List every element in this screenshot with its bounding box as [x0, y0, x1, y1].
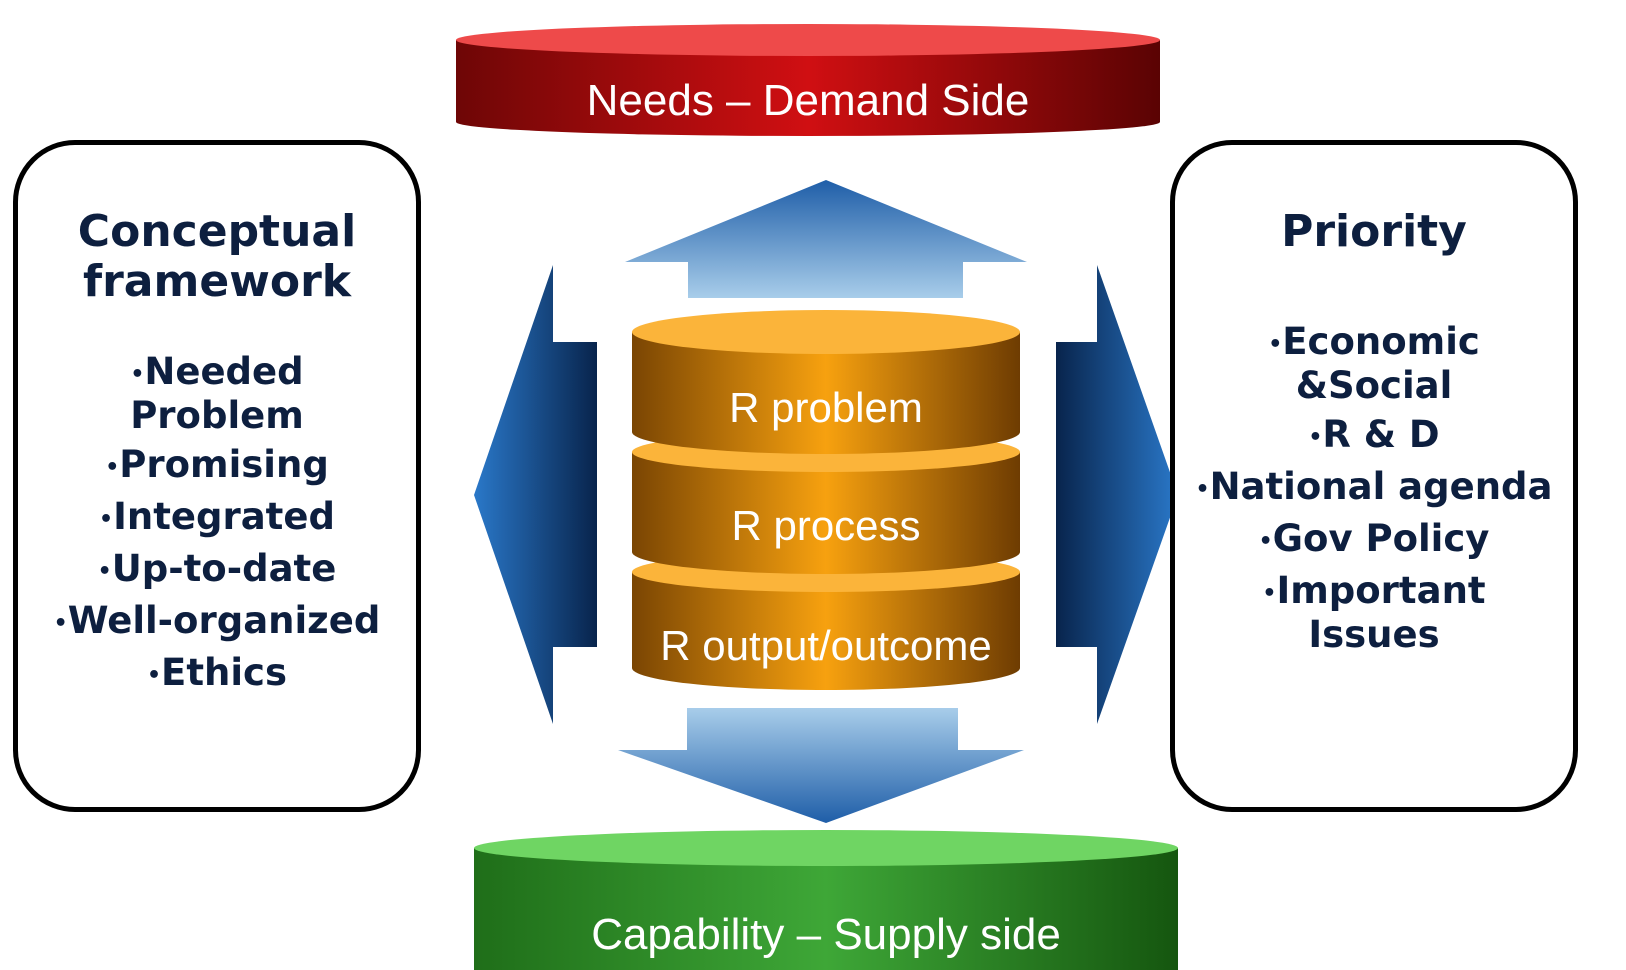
supply-side-label-wrap: Capability – Supply side	[474, 910, 1178, 960]
conceptual-framework-box: Conceptual framework Needed Problem Prom…	[13, 140, 421, 812]
stack-layer-problem-label: R problem	[729, 384, 923, 431]
conceptual-framework-title: Conceptual framework	[77, 206, 357, 307]
priority-box: Priority Economic &Social R & D National…	[1170, 140, 1578, 812]
demand-side-label: Needs – Demand Side	[586, 76, 1030, 125]
list-item: Gov Policy	[1195, 518, 1553, 562]
stack-layer-problem-cylinder	[632, 310, 1020, 454]
arrow-left-shape	[474, 265, 597, 724]
stack-layer-output-label: R output/outcome	[660, 622, 992, 669]
supply-side-label: Capability – Supply side	[591, 910, 1061, 959]
priority-title: Priority	[1281, 206, 1467, 257]
list-item: Promising	[38, 444, 396, 488]
demand-side-label-wrap: Needs – Demand Side	[456, 76, 1160, 126]
list-item: Well-organized	[38, 600, 396, 644]
list-item: R & D	[1195, 414, 1553, 458]
list-item: Important Issues	[1195, 570, 1553, 655]
list-item: Up-to-date	[38, 548, 396, 592]
arrow-right-shape	[1056, 265, 1178, 724]
demand-side-disc	[456, 24, 1160, 136]
supply-side-disc	[474, 830, 1178, 970]
list-item: Ethics	[38, 652, 396, 696]
priority-list: Economic &Social R & D National agenda G…	[1175, 321, 1573, 655]
list-item: Needed Problem	[38, 351, 396, 436]
stack-layer-process-label: R process	[731, 502, 921, 549]
list-item: Economic &Social	[1195, 321, 1553, 406]
arrow-up-shape	[625, 180, 1027, 298]
list-item: National agenda	[1195, 466, 1553, 510]
conceptual-framework-list: Needed Problem Promising Integrated Up-t…	[18, 351, 416, 696]
arrow-down-shape	[618, 708, 1024, 823]
list-item: Integrated	[38, 496, 396, 540]
